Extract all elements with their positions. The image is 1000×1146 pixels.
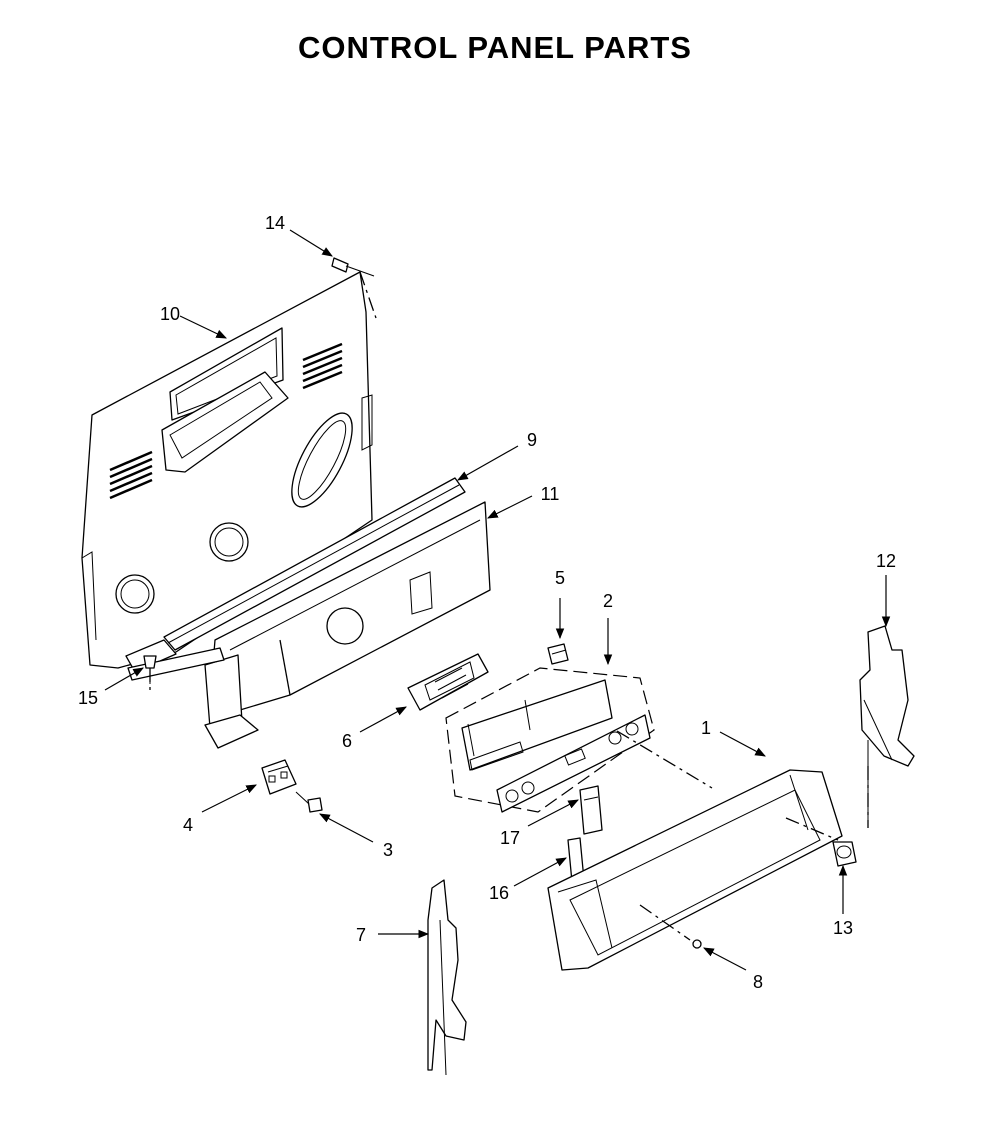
control-panel-frame: [547, 769, 843, 971]
callout-9: 9: [527, 430, 537, 450]
switch-part-4: [261, 759, 297, 795]
callout-5: 5: [555, 568, 565, 588]
callout-12: 12: [876, 551, 896, 571]
callout-3: 3: [383, 840, 393, 860]
trim-strip: [125, 477, 466, 681]
clip-part-13: [832, 841, 857, 867]
callout-16: 16: [489, 883, 509, 903]
callout-7: 7: [356, 925, 366, 945]
callout-11: 11: [541, 484, 560, 504]
support-bracket: [204, 501, 491, 749]
screw-part-8: [692, 939, 702, 949]
callout-4: 4: [183, 815, 193, 835]
page-title: CONTROL PANEL PARTS: [298, 30, 692, 65]
callout-2: 2: [603, 591, 613, 611]
control-board: [407, 653, 489, 711]
screw-part-14: [331, 257, 375, 277]
rear-console-panel: [81, 271, 373, 669]
callout-10: 10: [160, 304, 180, 324]
callout-14: 14: [265, 213, 285, 233]
panel-vents-upper: [302, 342, 343, 390]
screw-part-3: [295, 791, 323, 813]
control-panel-assembly: [445, 667, 655, 813]
panel-vents-lower: [109, 450, 153, 500]
callout-8: 8: [753, 972, 763, 992]
callout-15: 15: [78, 688, 98, 708]
callout-13: 13: [833, 918, 853, 938]
callout-1: 1: [701, 718, 711, 738]
left-side-bracket: [427, 879, 467, 1076]
bracket-part-17: [579, 785, 603, 835]
right-side-bracket: [859, 625, 915, 826]
callout-6: 6: [342, 731, 352, 751]
callout-17: 17: [500, 828, 520, 848]
clip-part-5: [547, 643, 569, 665]
